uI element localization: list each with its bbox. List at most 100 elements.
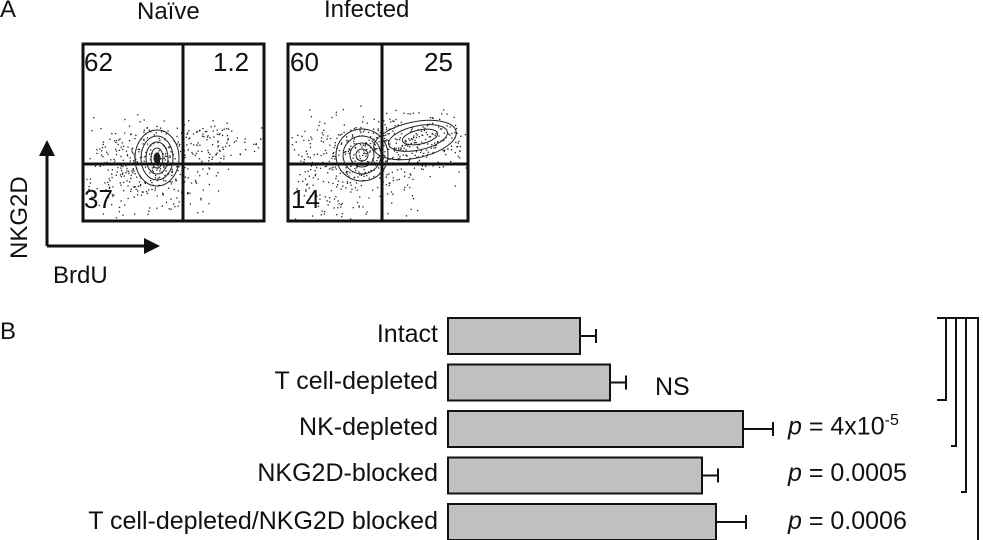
cell-dot (422, 155, 424, 157)
cell-dot (171, 170, 174, 172)
cell-dot (395, 147, 397, 150)
cell-dot (385, 128, 388, 131)
cell-dot (455, 141, 457, 144)
cell-dot (133, 186, 135, 188)
cell-dot (435, 144, 437, 146)
cell-dot (412, 137, 415, 139)
cell-dot (306, 183, 309, 185)
cell-dot (162, 178, 164, 180)
cell-dot (168, 208, 170, 210)
bar-3 (447, 456, 703, 495)
cell-dot (404, 171, 406, 173)
cell-dot (445, 153, 447, 156)
infected-contour (335, 119, 457, 182)
cell-dot (348, 175, 350, 177)
cell-dot (115, 217, 118, 219)
cell-dot (170, 208, 172, 210)
cell-dot (146, 192, 149, 195)
cell-dot (151, 167, 154, 169)
cell-dot (156, 179, 159, 182)
cell-dot (323, 213, 325, 215)
cell-dot (336, 137, 338, 139)
cell-dot (403, 175, 406, 177)
cell-dot (384, 155, 386, 157)
cell-dot (108, 187, 111, 189)
cell-dot (368, 161, 370, 163)
cell-dot (196, 130, 198, 133)
cell-dot (425, 149, 428, 151)
cell-dot (173, 140, 175, 142)
cell-dot (347, 140, 350, 142)
cell-dot (412, 198, 415, 200)
cell-dot (202, 133, 204, 135)
ns-annotation: NS (655, 373, 690, 401)
bar-2 (447, 410, 744, 448)
cell-dot (107, 153, 109, 155)
cell-dot (416, 146, 418, 148)
cell-dot (435, 133, 437, 135)
cell-dot (223, 155, 225, 157)
cell-dot (162, 158, 164, 160)
cell-dot (176, 197, 178, 199)
cell-dot (239, 153, 241, 156)
infected-ur-value: 25 (424, 47, 453, 77)
cell-dot (345, 170, 348, 173)
cell-dot (423, 129, 426, 132)
cell-dot (228, 145, 231, 147)
cell-dot (150, 149, 152, 151)
bar-4 (447, 503, 717, 540)
cell-dot (448, 133, 450, 135)
cell-dot (307, 202, 310, 205)
cell-dot (389, 118, 391, 120)
cell-dot (379, 131, 381, 134)
cell-dot (144, 166, 147, 168)
cell-dot (125, 165, 127, 167)
cell-dot (376, 148, 378, 150)
cell-dot (385, 140, 387, 142)
cell-dot (253, 150, 256, 153)
cell-dot (144, 156, 146, 158)
cell-dot (411, 138, 413, 140)
cell-dot (227, 168, 230, 170)
cell-dot (196, 171, 199, 173)
cell-dot (183, 181, 185, 184)
cell-dot (122, 214, 124, 216)
cell-dot (453, 116, 455, 119)
cell-dot (310, 169, 312, 171)
cell-dot (173, 203, 175, 205)
cell-dot (321, 210, 323, 212)
cell-dot (346, 182, 349, 184)
cell-dot (231, 130, 233, 132)
cell-dot (207, 135, 209, 137)
cell-dot (166, 155, 168, 158)
cell-dot (418, 159, 421, 162)
cell-dot (374, 164, 377, 166)
cell-dot (134, 155, 136, 158)
cell-dot (350, 165, 352, 167)
cell-dot (395, 142, 397, 144)
cell-dot (169, 156, 171, 158)
cell-dot (144, 181, 146, 183)
cell-dot (115, 154, 118, 156)
cell-dot (370, 136, 372, 138)
infected-ll-value: 14 (291, 184, 320, 214)
cell-dot (455, 127, 458, 130)
cell-dot (184, 156, 186, 159)
cell-dot (352, 207, 354, 209)
cell-dot (380, 129, 382, 131)
cell-dot (88, 185, 90, 188)
cell-dot (334, 156, 336, 158)
cell-dot (189, 192, 191, 194)
cell-dot (454, 185, 456, 187)
cell-dot (353, 127, 355, 130)
cell-dot (343, 151, 345, 154)
naive-flow-plot (81, 42, 266, 223)
cell-dot (178, 201, 180, 203)
cell-dot (200, 197, 202, 199)
cell-dot (121, 173, 124, 175)
cell-dot (131, 147, 134, 149)
cell-dot (415, 142, 417, 144)
cell-dot (337, 200, 339, 202)
cell-dot (368, 197, 370, 199)
cell-dot (120, 176, 122, 178)
